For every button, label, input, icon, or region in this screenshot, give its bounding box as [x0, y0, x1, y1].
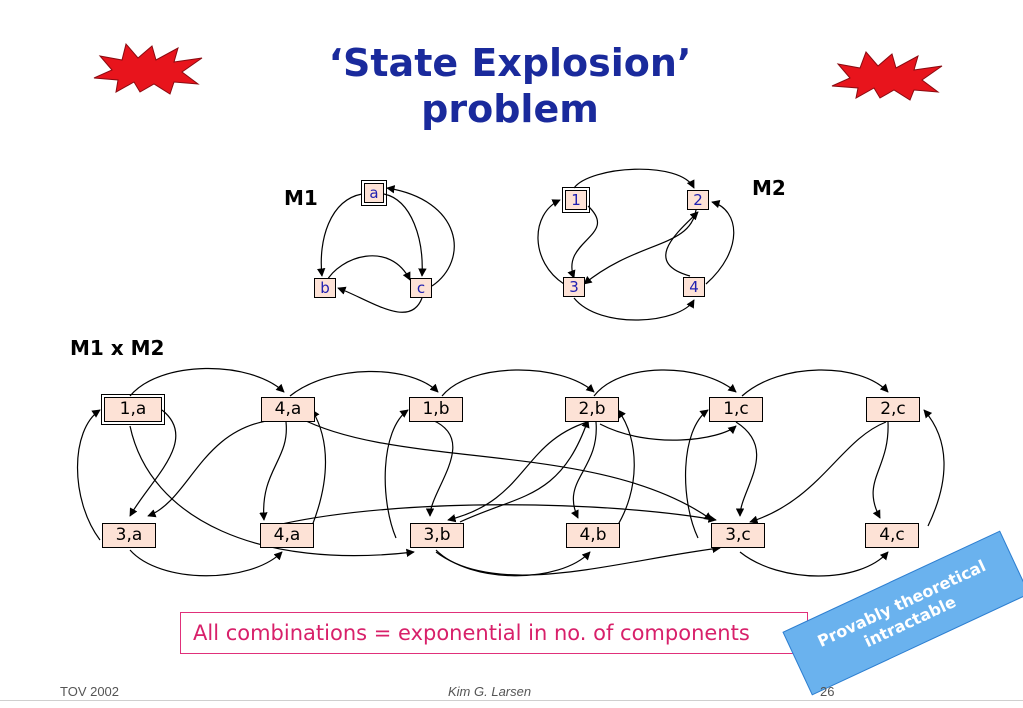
product-state-top-3: 1,b [409, 397, 463, 422]
product-state-top-2: 4,a [261, 397, 315, 422]
product-state-bottom-5: 3,c [711, 523, 765, 548]
m2-label: M2 [752, 176, 786, 200]
m2-state-2: 2 [687, 190, 709, 210]
footer-left: TOV 2002 [60, 684, 120, 699]
product-state-bottom-1: 3,a [102, 523, 156, 548]
slide-title: ‘State Explosion’ problem [250, 40, 770, 132]
product-state-top-1: 1,a [101, 394, 165, 425]
product-label: M1 x M2 [70, 336, 165, 360]
m1-state-c: c [410, 278, 432, 298]
footer-author: Kim G. Larsen [448, 684, 532, 699]
m1-state-b: b [314, 278, 336, 298]
footer-page-number: 26 [820, 684, 835, 699]
title-line-2: problem [421, 87, 599, 131]
explosion-icon-left [93, 42, 203, 95]
m2-state-4: 4 [683, 277, 705, 297]
product-state-bottom-3: 3,b [410, 523, 464, 548]
explosion-icon-right [831, 51, 943, 101]
m2-state-1: 1 [562, 187, 590, 213]
footer-divider [0, 700, 1023, 701]
product-state-top-6: 2,c [866, 397, 920, 422]
m1-label: M1 [284, 186, 318, 210]
product-state-top-4: 2,b [565, 397, 619, 422]
product-state-bottom-4: 4,b [566, 523, 620, 548]
title-line-1: ‘State Explosion’ [328, 41, 692, 85]
product-state-bottom-6: 4,c [865, 523, 919, 548]
combinations-banner: All combinations = exponential in no. of… [180, 612, 808, 654]
m2-state-3: 3 [563, 277, 585, 297]
m1-state-a: a [361, 180, 387, 206]
product-state-top-5: 1,c [709, 397, 763, 422]
product-state-bottom-2: 4,a [260, 523, 314, 548]
